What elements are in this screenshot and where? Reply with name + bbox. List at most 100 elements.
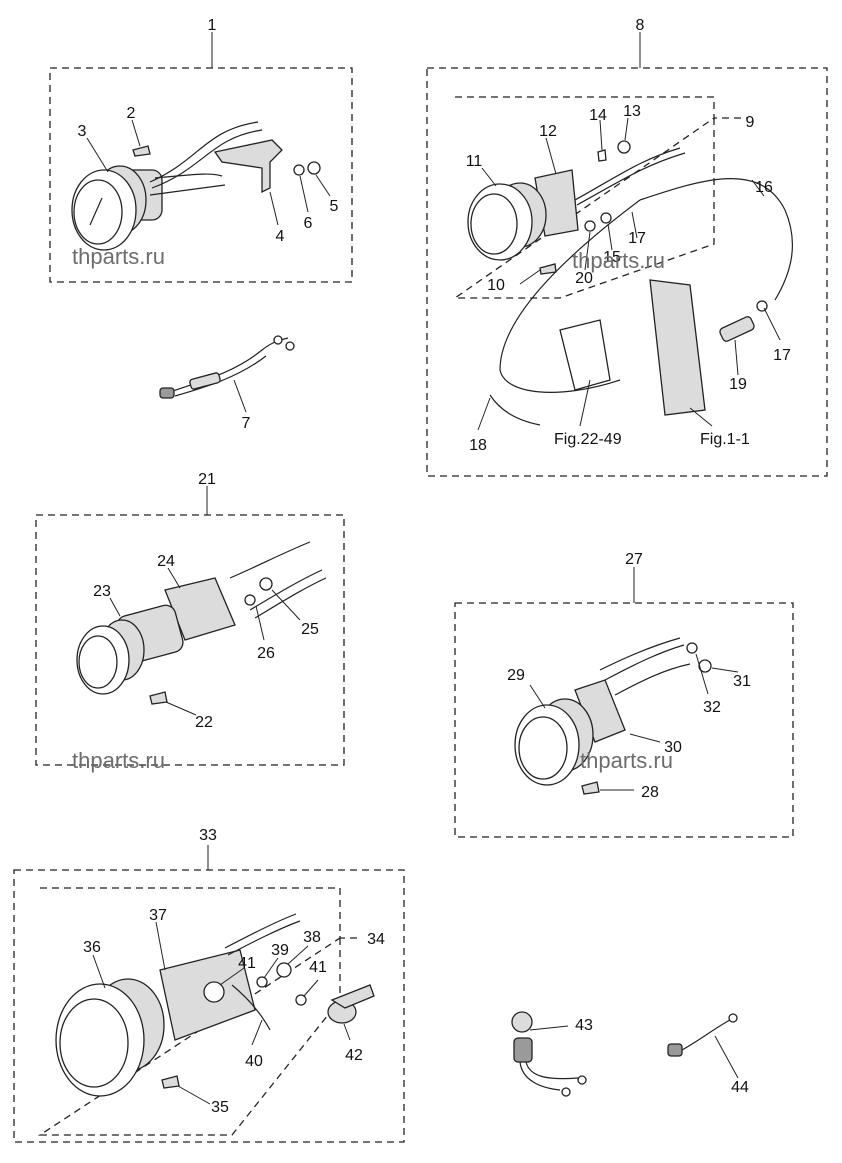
washer-32: [686, 642, 698, 654]
washer-14: [597, 149, 607, 162]
callout-label: 33: [199, 827, 217, 844]
bulb-22: [149, 691, 168, 705]
callout-label: 44: [731, 1079, 749, 1096]
watermark: thparts.ru: [572, 248, 665, 273]
callout-label: 27: [625, 551, 643, 568]
callout-label: 16: [755, 179, 773, 196]
callout-label: 23: [93, 583, 111, 600]
watermark: thparts.ru: [580, 748, 673, 773]
watermark: thparts.ru: [72, 748, 165, 773]
callout-label: 39: [271, 942, 289, 959]
callout-label: 37: [149, 907, 167, 924]
callout-label: 15: [603, 249, 621, 266]
callout-label: 14: [589, 107, 607, 124]
callout-label: 41: [238, 955, 256, 972]
bulb-10: [539, 263, 557, 275]
callout-label: 21: [198, 471, 216, 488]
gauge-3: [71, 165, 163, 251]
callout-label: 3: [78, 123, 87, 140]
group-27: [454, 567, 794, 838]
washer-6: [293, 164, 305, 176]
callout-label: 41: [309, 959, 327, 976]
wire-40: [231, 984, 271, 1031]
callout-label: 6: [304, 215, 313, 232]
watermarks: thparts.ru thparts.ru thparts.ru thparts…: [72, 244, 673, 773]
callout-label: 12: [539, 123, 557, 140]
nut-38: [276, 962, 292, 978]
switch-42: [327, 984, 375, 1024]
callout-label: 17: [628, 230, 646, 247]
callout-label: 31: [733, 673, 751, 690]
callout-label: 25: [301, 621, 319, 638]
connector-43: [511, 1011, 587, 1097]
callout-label: 32: [703, 699, 721, 716]
harness-7: [159, 335, 295, 413]
callout-label: 18: [469, 437, 487, 454]
bulb-35: [161, 1075, 180, 1089]
ring-41b: [295, 994, 307, 1006]
callout-label: 26: [257, 645, 275, 662]
callout-label: 30: [664, 739, 682, 756]
group-33-box: [13, 869, 405, 1143]
washer-20: [584, 220, 596, 232]
callout-label: 24: [157, 553, 175, 570]
callout-label: 13: [623, 103, 641, 120]
callout-label: 43: [575, 1017, 593, 1034]
gauge-23: [76, 577, 236, 695]
callout-label: 10: [487, 277, 505, 294]
bulb-2: [132, 145, 151, 157]
callout-label: 17: [773, 347, 791, 364]
engine-block: [649, 279, 706, 416]
ref-fig-22-49: Fig.22-49: [554, 431, 622, 448]
callout-label: 19: [729, 376, 747, 393]
group-8: [426, 32, 828, 477]
group-21-box: [35, 514, 345, 766]
ref-fig-1-1: Fig.1-1: [700, 431, 750, 448]
group-1-box: [49, 67, 353, 283]
callout-label: 36: [83, 939, 101, 956]
gauge-36: [55, 949, 256, 1097]
callout-label: 20: [575, 270, 593, 287]
wire-44: [667, 1013, 739, 1079]
bolt-15: [600, 212, 612, 224]
bulb-28: [581, 781, 600, 795]
callout-label: 22: [195, 714, 213, 731]
callout-label: 1: [208, 17, 217, 34]
group-8-box: [426, 67, 828, 477]
bracket-4: [213, 139, 283, 194]
washer-39: [256, 976, 268, 988]
group-9-box: [452, 96, 748, 299]
references: Fig.22-49 Fig.1-1: [554, 431, 750, 448]
group-27-box: [454, 602, 794, 838]
gauge-29: [514, 679, 626, 786]
callout-label: 35: [211, 1099, 229, 1116]
nut-31: [698, 659, 712, 673]
callout-label: 38: [303, 929, 321, 946]
callout-label: 42: [345, 1047, 363, 1064]
nut-13: [617, 140, 631, 154]
callouts: 1234567891011121314151617171819202122232…: [78, 17, 791, 1116]
callout-label: 4: [276, 228, 285, 245]
group-1: [49, 32, 353, 283]
callout-label: 2: [127, 105, 136, 122]
nut-5: [307, 161, 321, 175]
callout-label: 40: [245, 1053, 263, 1070]
watermark: thparts.ru: [72, 244, 165, 269]
group-34-box: [37, 887, 360, 1136]
sender-19: [719, 300, 768, 342]
ring-41: [203, 981, 225, 1003]
callout-label: 28: [641, 784, 659, 801]
group-21: [35, 486, 345, 766]
callout-label: 8: [636, 17, 645, 34]
gauge-11: [467, 169, 579, 261]
callout-label: 34: [367, 931, 385, 948]
nut-25: [259, 577, 273, 591]
callout-label: 29: [507, 667, 525, 684]
group-33: [13, 845, 405, 1143]
cable-16: [639, 178, 793, 301]
callout-label: 7: [242, 415, 251, 432]
callout-label: 11: [466, 153, 483, 170]
callout-label: 9: [746, 114, 755, 131]
callout-label: 5: [330, 198, 339, 215]
